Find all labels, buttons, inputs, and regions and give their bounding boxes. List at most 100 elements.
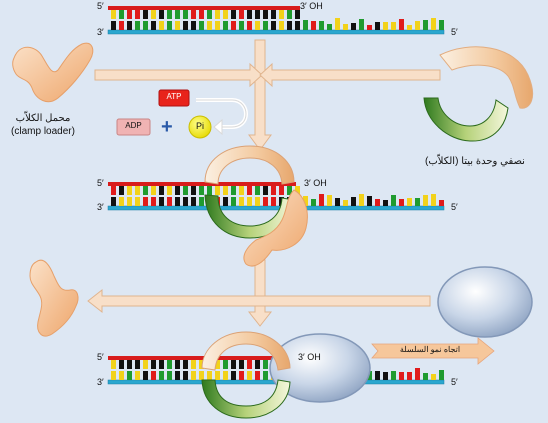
five-prime-label: 5′ bbox=[97, 1, 104, 11]
base-pair-top bbox=[271, 10, 276, 19]
template-base bbox=[383, 22, 388, 30]
template-base bbox=[415, 368, 420, 380]
base-pair-top bbox=[247, 186, 252, 195]
template-base bbox=[367, 196, 372, 206]
base-pair-bottom bbox=[263, 21, 268, 30]
base-pair-top bbox=[239, 10, 244, 19]
base-pair-top bbox=[199, 360, 204, 369]
base-pair-top bbox=[175, 10, 180, 19]
five-prime-label: 5′ bbox=[97, 178, 104, 188]
base-pair-top bbox=[127, 10, 132, 19]
five-prime-label-end: 5′ bbox=[451, 377, 458, 387]
base-pair-top bbox=[119, 360, 124, 369]
dna-duplex-middle bbox=[107, 182, 445, 211]
base-pair-bottom bbox=[271, 21, 276, 30]
plus-sign: + bbox=[161, 116, 173, 138]
three-oh-label: 3′ OH bbox=[304, 178, 327, 188]
base-pair-top bbox=[239, 186, 244, 195]
template-base bbox=[391, 195, 396, 206]
base-pair-top bbox=[143, 186, 148, 195]
base-pair-top bbox=[239, 360, 244, 369]
base-pair-top bbox=[143, 360, 148, 369]
template-base bbox=[327, 24, 332, 30]
template-base bbox=[423, 373, 428, 380]
clamp-loader-caption-ar: محمل الكلاّب bbox=[15, 113, 71, 124]
base-pair-bottom bbox=[231, 371, 236, 380]
left-arrow-1 bbox=[259, 62, 441, 88]
base-pair-top bbox=[167, 10, 172, 19]
base-pair-top bbox=[199, 10, 204, 19]
template-base bbox=[399, 199, 404, 206]
three-oh-label: 3′ OH bbox=[298, 352, 321, 362]
template-base bbox=[375, 371, 380, 380]
template-base bbox=[359, 19, 364, 30]
base-pair-top bbox=[135, 10, 140, 19]
template-base bbox=[319, 21, 324, 30]
base-pair-top bbox=[255, 10, 260, 19]
base-pair-bottom bbox=[199, 21, 204, 30]
base-pair-top bbox=[183, 186, 188, 195]
atp-box bbox=[158, 89, 190, 107]
template-base bbox=[319, 194, 324, 206]
template-base bbox=[399, 19, 404, 30]
base-pair-top bbox=[263, 360, 268, 369]
adp-box bbox=[116, 118, 151, 136]
five-prime-label: 5′ bbox=[97, 352, 104, 362]
growth-direction-arrow bbox=[371, 337, 495, 365]
base-pair-bottom bbox=[239, 371, 244, 380]
clamp-polymerase-complex bbox=[201, 331, 371, 419]
base-pair-bottom bbox=[207, 21, 212, 30]
template-base bbox=[407, 198, 412, 206]
template-base bbox=[383, 372, 388, 380]
polymerase-free bbox=[437, 266, 533, 338]
template-base bbox=[311, 21, 316, 30]
primer-strand bbox=[108, 6, 300, 10]
base-pair-top bbox=[247, 10, 252, 19]
base-pair-bottom bbox=[143, 197, 148, 206]
base-pair-top bbox=[207, 10, 212, 19]
template-base bbox=[351, 197, 356, 206]
base-pair-bottom bbox=[287, 21, 292, 30]
pi-circle bbox=[188, 115, 212, 139]
primer-strand bbox=[108, 182, 296, 186]
base-pair-top bbox=[247, 360, 252, 369]
template-base bbox=[423, 195, 428, 206]
base-pair-top bbox=[151, 10, 156, 19]
primer-strand bbox=[108, 356, 296, 360]
template-base bbox=[391, 371, 396, 380]
base-pair-bottom bbox=[119, 371, 124, 380]
base-pair-top bbox=[191, 186, 196, 195]
flow-arrows bbox=[87, 39, 441, 327]
base-pair-bottom bbox=[151, 371, 156, 380]
base-pair-top bbox=[191, 10, 196, 19]
base-pair-bottom bbox=[119, 197, 124, 206]
base-pair-bottom bbox=[247, 197, 252, 206]
base-pair-bottom bbox=[207, 371, 212, 380]
adp-label: ADP bbox=[125, 121, 142, 130]
base-pair-bottom bbox=[231, 197, 236, 206]
base-pair-top bbox=[279, 186, 284, 195]
base-pair-bottom bbox=[247, 371, 252, 380]
dna-duplex-top bbox=[107, 6, 445, 35]
base-pair-top bbox=[111, 360, 116, 369]
base-pair-bottom bbox=[143, 21, 148, 30]
left-arrow-2 bbox=[87, 288, 431, 314]
three-prime-label: 3′ bbox=[97, 377, 104, 387]
base-pair-top bbox=[111, 10, 116, 19]
base-pair-top bbox=[151, 186, 156, 195]
template-base bbox=[391, 22, 396, 30]
base-pair-bottom bbox=[223, 21, 228, 30]
base-pair-bottom bbox=[175, 197, 180, 206]
base-pair-bottom bbox=[135, 371, 140, 380]
base-pair-top bbox=[263, 10, 268, 19]
base-pair-top bbox=[183, 10, 188, 19]
five-prime-label-end: 5′ bbox=[451, 27, 458, 37]
template-base bbox=[431, 374, 436, 380]
template-base bbox=[335, 198, 340, 206]
base-pair-top bbox=[167, 360, 172, 369]
base-pair-top bbox=[135, 186, 140, 195]
base-pair-top bbox=[295, 186, 300, 195]
base-pair-bottom bbox=[167, 371, 172, 380]
base-pair-bottom bbox=[111, 371, 116, 380]
